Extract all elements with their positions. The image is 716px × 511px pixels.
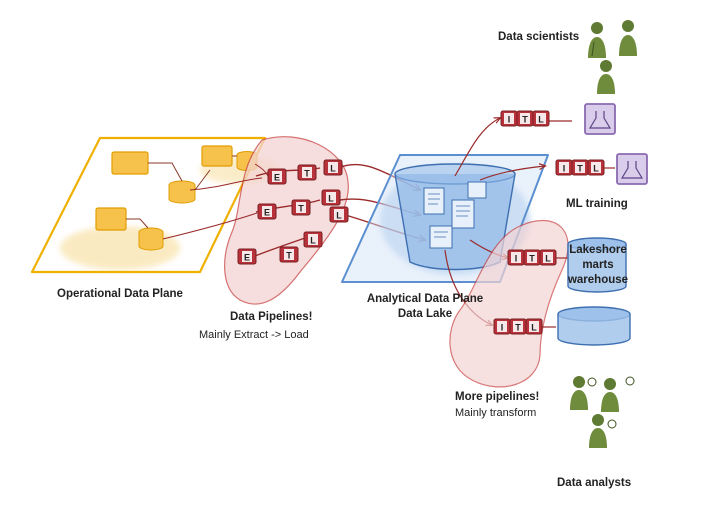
etl-box-icon: T [297, 164, 317, 181]
database-icon [138, 227, 164, 251]
lakeshore-marts-label: Lakeshore marts [569, 244, 627, 271]
etl-box-icon: L [525, 318, 543, 335]
svg-text:E: E [264, 208, 270, 218]
data-scientists-label: Data scientists [498, 31, 580, 43]
etl-box-icon: T [571, 159, 589, 176]
etl-box-icon: L [587, 159, 605, 176]
etl-box-icon: L [323, 159, 343, 176]
etl-box-icon: E [267, 168, 287, 185]
etl-box-icon: I [555, 159, 573, 176]
data-pipelines: E T L E T L L [162, 136, 425, 305]
etl-box-icon: I [500, 110, 518, 127]
svg-text:T: T [529, 254, 535, 264]
svg-text:L: L [531, 323, 537, 333]
person-icon [589, 414, 617, 448]
etl-box-icon: T [509, 318, 527, 335]
data-pipelines-sublabel: Mainly Extract -> Load [199, 329, 309, 341]
svg-text:I: I [501, 323, 504, 333]
service-box [111, 151, 149, 175]
etl-box-icon: E [237, 248, 257, 265]
etl-box-icon: I [493, 318, 511, 335]
svg-text:I: I [563, 164, 566, 174]
svg-text:T: T [522, 115, 528, 125]
person-icon [619, 20, 637, 56]
etl-box-icon: T [291, 199, 311, 216]
document-icon [467, 181, 487, 199]
data-scientists-group [588, 20, 637, 94]
itl-chain-ml: I T L [555, 159, 615, 176]
flask-icon [616, 153, 648, 185]
etl-box-icon: T [516, 110, 534, 127]
data-analysts-label: Data analysts [557, 477, 632, 489]
svg-text:E: E [274, 173, 280, 183]
more-pipelines-sublabel: Mainly transform [455, 407, 537, 419]
svg-text:L: L [538, 115, 544, 125]
etl-box-icon: E [257, 203, 277, 220]
itl-chain-warehouse: I T L [493, 318, 556, 335]
svg-text:I: I [508, 115, 511, 125]
database-icon [168, 180, 196, 204]
etl-box-icon: T [279, 246, 299, 263]
person-icon [597, 60, 615, 94]
etl-box-icon: L [321, 189, 341, 206]
more-pipelines-label: More pipelines! [455, 391, 540, 403]
database-icon [557, 306, 631, 346]
svg-text:L: L [330, 164, 336, 174]
svg-text:L: L [545, 254, 551, 264]
analytical-plane-label: Analytical Data Plane [366, 293, 484, 305]
svg-text:L: L [593, 164, 599, 174]
person-icon [601, 376, 635, 412]
operational-plane-label: Operational Data Plane [57, 288, 183, 300]
svg-text:T: T [577, 164, 583, 174]
svg-text:E: E [244, 253, 250, 263]
flask-icon [584, 103, 616, 135]
document-icon [451, 199, 475, 229]
etl-box-icon: I [507, 249, 525, 266]
document-icon [423, 187, 445, 215]
svg-text:T: T [298, 204, 304, 214]
database-icon [567, 237, 627, 293]
operational-plane-frame [30, 136, 267, 274]
etl-box-icon: T [523, 249, 541, 266]
data-analysts-group [570, 376, 635, 448]
svg-text:T: T [304, 169, 310, 179]
person-icon [588, 22, 606, 58]
svg-text:T: T [286, 251, 292, 261]
svg-text:L: L [336, 211, 342, 221]
data-lake-label: Data Lake [397, 308, 453, 320]
service-box [95, 207, 127, 231]
itl-chain-scientists: I T L [500, 110, 572, 127]
data-pipelines-label: Data Pipelines! [230, 311, 313, 323]
etl-box-icon: L [303, 231, 323, 248]
etl-box-icon: L [539, 249, 557, 266]
svg-text:T: T [515, 323, 521, 333]
etl-box-icon: L [532, 110, 550, 127]
person-icon [570, 376, 597, 410]
etl-box-icon: L [329, 206, 349, 223]
svg-text:I: I [515, 254, 518, 264]
warehouse-label: warehouse [567, 274, 629, 286]
ml-training-label: ML training [566, 198, 628, 210]
itl-chain-marts: I T L [507, 249, 568, 266]
svg-text:L: L [328, 194, 334, 204]
service-box [201, 145, 233, 167]
svg-text:L: L [310, 236, 316, 246]
analytical-data-plane [341, 118, 549, 325]
